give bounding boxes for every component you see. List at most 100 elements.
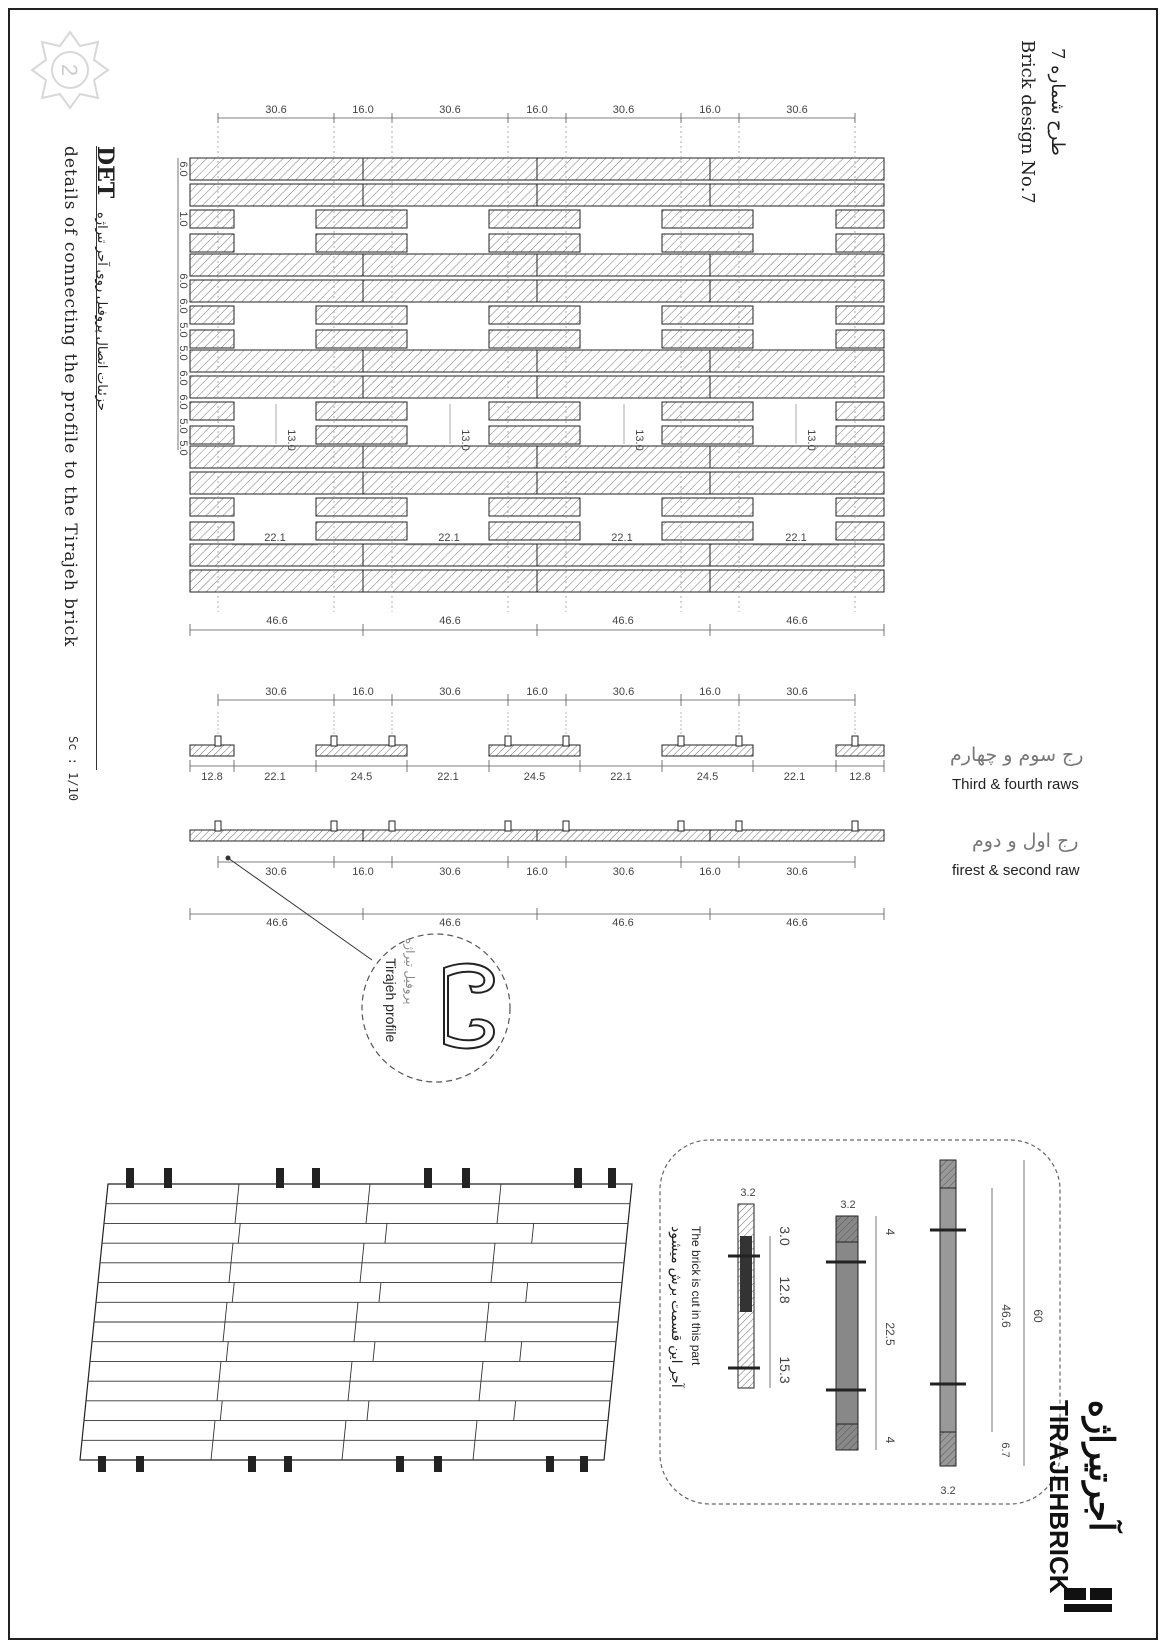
brick-end <box>835 1423 859 1451</box>
short-brick <box>189 305 235 325</box>
section-top-dim: 30.6 <box>265 686 286 698</box>
detail-dim: 3.2 <box>740 1187 755 1199</box>
joint-line <box>219 1400 223 1421</box>
short-brick <box>661 233 754 253</box>
joint-line <box>366 1400 370 1421</box>
left-dim-label: 5.0 <box>177 440 189 455</box>
left-dim-label: 6.0 <box>177 273 189 288</box>
short-brick <box>488 233 581 253</box>
brand-logo <box>1064 1588 1112 1612</box>
joint-line <box>349 1361 353 1382</box>
profile-clip <box>388 820 396 832</box>
short-brick <box>189 425 235 445</box>
short-brick <box>835 209 885 229</box>
cut-note-en: The brick is cut in this part <box>689 1226 703 1366</box>
short-brick <box>835 305 885 325</box>
joint-line <box>378 1282 382 1303</box>
top-dim-label: 30.6 <box>786 104 807 116</box>
profile-end <box>164 1168 172 1188</box>
section-dim-label: 16.0 <box>352 866 373 878</box>
profile-clip <box>677 820 685 832</box>
tirajeh-profile-icon <box>443 962 496 1050</box>
profile-end <box>546 1456 554 1472</box>
first-second-label-en: firest & second raw <box>952 862 1080 879</box>
joint-line <box>228 1262 232 1283</box>
short-brick <box>189 521 235 541</box>
short-brick <box>189 209 235 229</box>
joint-line <box>347 1381 351 1401</box>
joint-line <box>224 1302 228 1323</box>
profile-end <box>424 1168 432 1188</box>
detail-dim: 15.3 <box>777 1356 793 1383</box>
profile-clip <box>826 1260 866 1392</box>
joint-line <box>359 1262 363 1283</box>
profile-end <box>248 1456 256 1472</box>
joint-line <box>531 1223 535 1244</box>
profile-end <box>284 1456 292 1472</box>
brick-detail-box <box>659 1139 1061 1505</box>
section-bottom-dim: 22.1 <box>610 771 631 783</box>
short-brick <box>315 305 408 325</box>
joint-line <box>230 1243 234 1263</box>
section-dim-label: 30.6 <box>613 866 634 878</box>
section-bottom-dim: 12.8 <box>849 771 870 783</box>
short-brick <box>488 497 581 517</box>
brick-section-c <box>939 1159 957 1467</box>
third-fourth-label-fa: رج سوم و چهارم <box>950 744 1084 766</box>
joint-line <box>519 1341 523 1362</box>
joint-line <box>496 1203 500 1224</box>
short-brick <box>315 209 408 229</box>
joint-line <box>474 1420 478 1441</box>
drawing-frame <box>8 8 1158 1640</box>
top-dim-label: 30.6 <box>439 104 460 116</box>
profile-callout <box>225 855 511 1083</box>
brand-name-fa: آجرتیراژه <box>1081 1400 1123 1534</box>
joint-line <box>222 1321 226 1342</box>
short-brick <box>835 521 885 541</box>
profile-label-en: Tirajeh profile <box>383 958 399 1043</box>
section-brick <box>488 744 581 757</box>
sheet-number: 2 <box>57 64 82 76</box>
joint-line <box>341 1440 345 1461</box>
section-bottom-dim: 24.5 <box>697 771 718 783</box>
detail-dim: 46.6 <box>999 1304 1013 1328</box>
profile-clip <box>728 1254 760 1370</box>
joint-line <box>472 1440 476 1461</box>
section-brick <box>189 744 235 757</box>
short-brick <box>488 329 581 349</box>
joint-line <box>525 1282 529 1303</box>
profile-end <box>276 1168 284 1188</box>
profile-end <box>396 1456 404 1472</box>
bottom-dim-label: 46.6 <box>266 615 287 627</box>
joint-line <box>372 1341 376 1362</box>
profile-clip <box>214 735 222 747</box>
profile-label-fa: پروفیل تیراژه <box>403 938 417 1005</box>
joint-line <box>478 1381 482 1401</box>
joint-line <box>513 1400 517 1421</box>
profile-clip <box>504 820 512 832</box>
left-dim-label: 5.0 <box>177 345 189 360</box>
short-brick <box>189 233 235 253</box>
short-brick <box>835 233 885 253</box>
joint-line <box>353 1321 357 1342</box>
left-dim-label: 6.0 <box>177 394 189 409</box>
joint-line <box>490 1262 494 1283</box>
top-dim-label: 16.0 <box>352 104 373 116</box>
detail-dim: 3.0 <box>777 1226 793 1246</box>
profile-clip <box>735 820 743 832</box>
profile-clip <box>562 820 570 832</box>
gap-dim-label: 13.0 <box>633 429 645 450</box>
profile-clip <box>330 820 338 832</box>
short-brick <box>189 401 235 421</box>
detail-dim: 4 <box>883 1229 897 1236</box>
profile-clip <box>330 735 338 747</box>
short-brick <box>189 329 235 349</box>
short-brick <box>315 497 408 517</box>
joint-line <box>210 1440 214 1461</box>
profile-clip <box>851 735 859 747</box>
profile-end <box>312 1168 320 1188</box>
joint-line <box>225 1341 229 1362</box>
